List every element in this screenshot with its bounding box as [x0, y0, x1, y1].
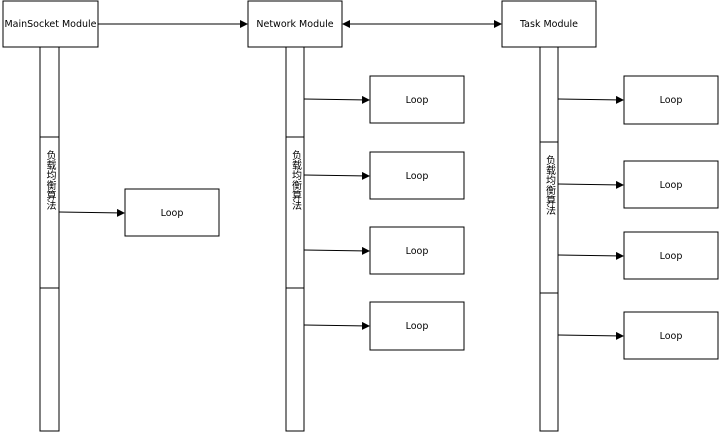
- network-loop-box-4: Loop: [369, 301, 465, 351]
- task-loop-arrow-2: [557, 180, 624, 189]
- mainsocket-lifeline: 负载均衡算法: [39, 46, 60, 432]
- task-loop-box-4: Loop: [623, 311, 719, 360]
- network-loop-arrow-1: [303, 95, 370, 104]
- network-loop-arrow-2: [303, 171, 370, 180]
- mainsocket-load-balance-label: 负载均衡算法: [44, 149, 56, 211]
- task-loop-arrow-4: [557, 331, 624, 340]
- network-loop-box-2: Loop: [369, 151, 465, 200]
- task-loop-box-1: Loop: [623, 75, 719, 125]
- network-loop-arrow-3: [303, 246, 370, 255]
- task-loop-box-3: Loop: [623, 231, 719, 280]
- loop-label: Loop: [660, 180, 683, 191]
- loop-label: Loop: [406, 171, 429, 182]
- loop-label: Loop: [660, 331, 683, 342]
- loop-label: Loop: [660, 251, 683, 262]
- task-module-label: Task Module: [519, 19, 578, 30]
- task-module-box: Task Module: [501, 0, 597, 48]
- network-module-label: Network Module: [256, 19, 333, 30]
- network-load-balance-label: 负载均衡算法: [290, 149, 302, 211]
- task-load-balance-label: 负载均衡算法: [544, 154, 556, 216]
- network-loop-box-1: Loop: [369, 75, 465, 124]
- task-lifeline: 负载均衡算法: [539, 46, 559, 432]
- task-loop-box-2: Loop: [623, 160, 719, 209]
- network-loop-arrow-4: [303, 321, 370, 330]
- loop-label: Loop: [406, 95, 429, 106]
- network-lifeline: 负载均衡算法: [285, 46, 305, 432]
- task-loop-arrow-3: [557, 251, 624, 260]
- task-loop-arrow-1: [557, 95, 624, 104]
- mainsocket-loop-box: Loop: [124, 188, 220, 237]
- network-loop-box-3: Loop: [369, 226, 465, 275]
- loop-label: Loop: [161, 208, 184, 219]
- loop-label: Loop: [406, 246, 429, 257]
- mainsocket-loop-arrow: [58, 208, 125, 217]
- mainsocket-module-label: MainSocket Module: [4, 19, 96, 30]
- mainsocket-module-box: MainSocket Module: [2, 0, 99, 48]
- loop-label: Loop: [406, 321, 429, 332]
- network-module-box: Network Module: [247, 0, 343, 48]
- loop-label: Loop: [660, 95, 683, 106]
